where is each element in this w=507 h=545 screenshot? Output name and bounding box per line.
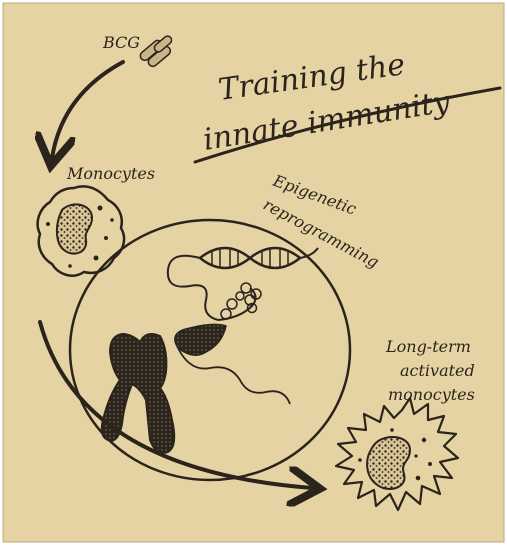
activated-label-line-3: monocytes bbox=[388, 385, 475, 404]
activated-label-line-2: activated bbox=[400, 361, 475, 380]
bcg-label: BCG bbox=[102, 33, 140, 52]
monocytes-label: Monocytes bbox=[66, 164, 155, 183]
activated-label-line-1: Long-term bbox=[385, 337, 471, 356]
